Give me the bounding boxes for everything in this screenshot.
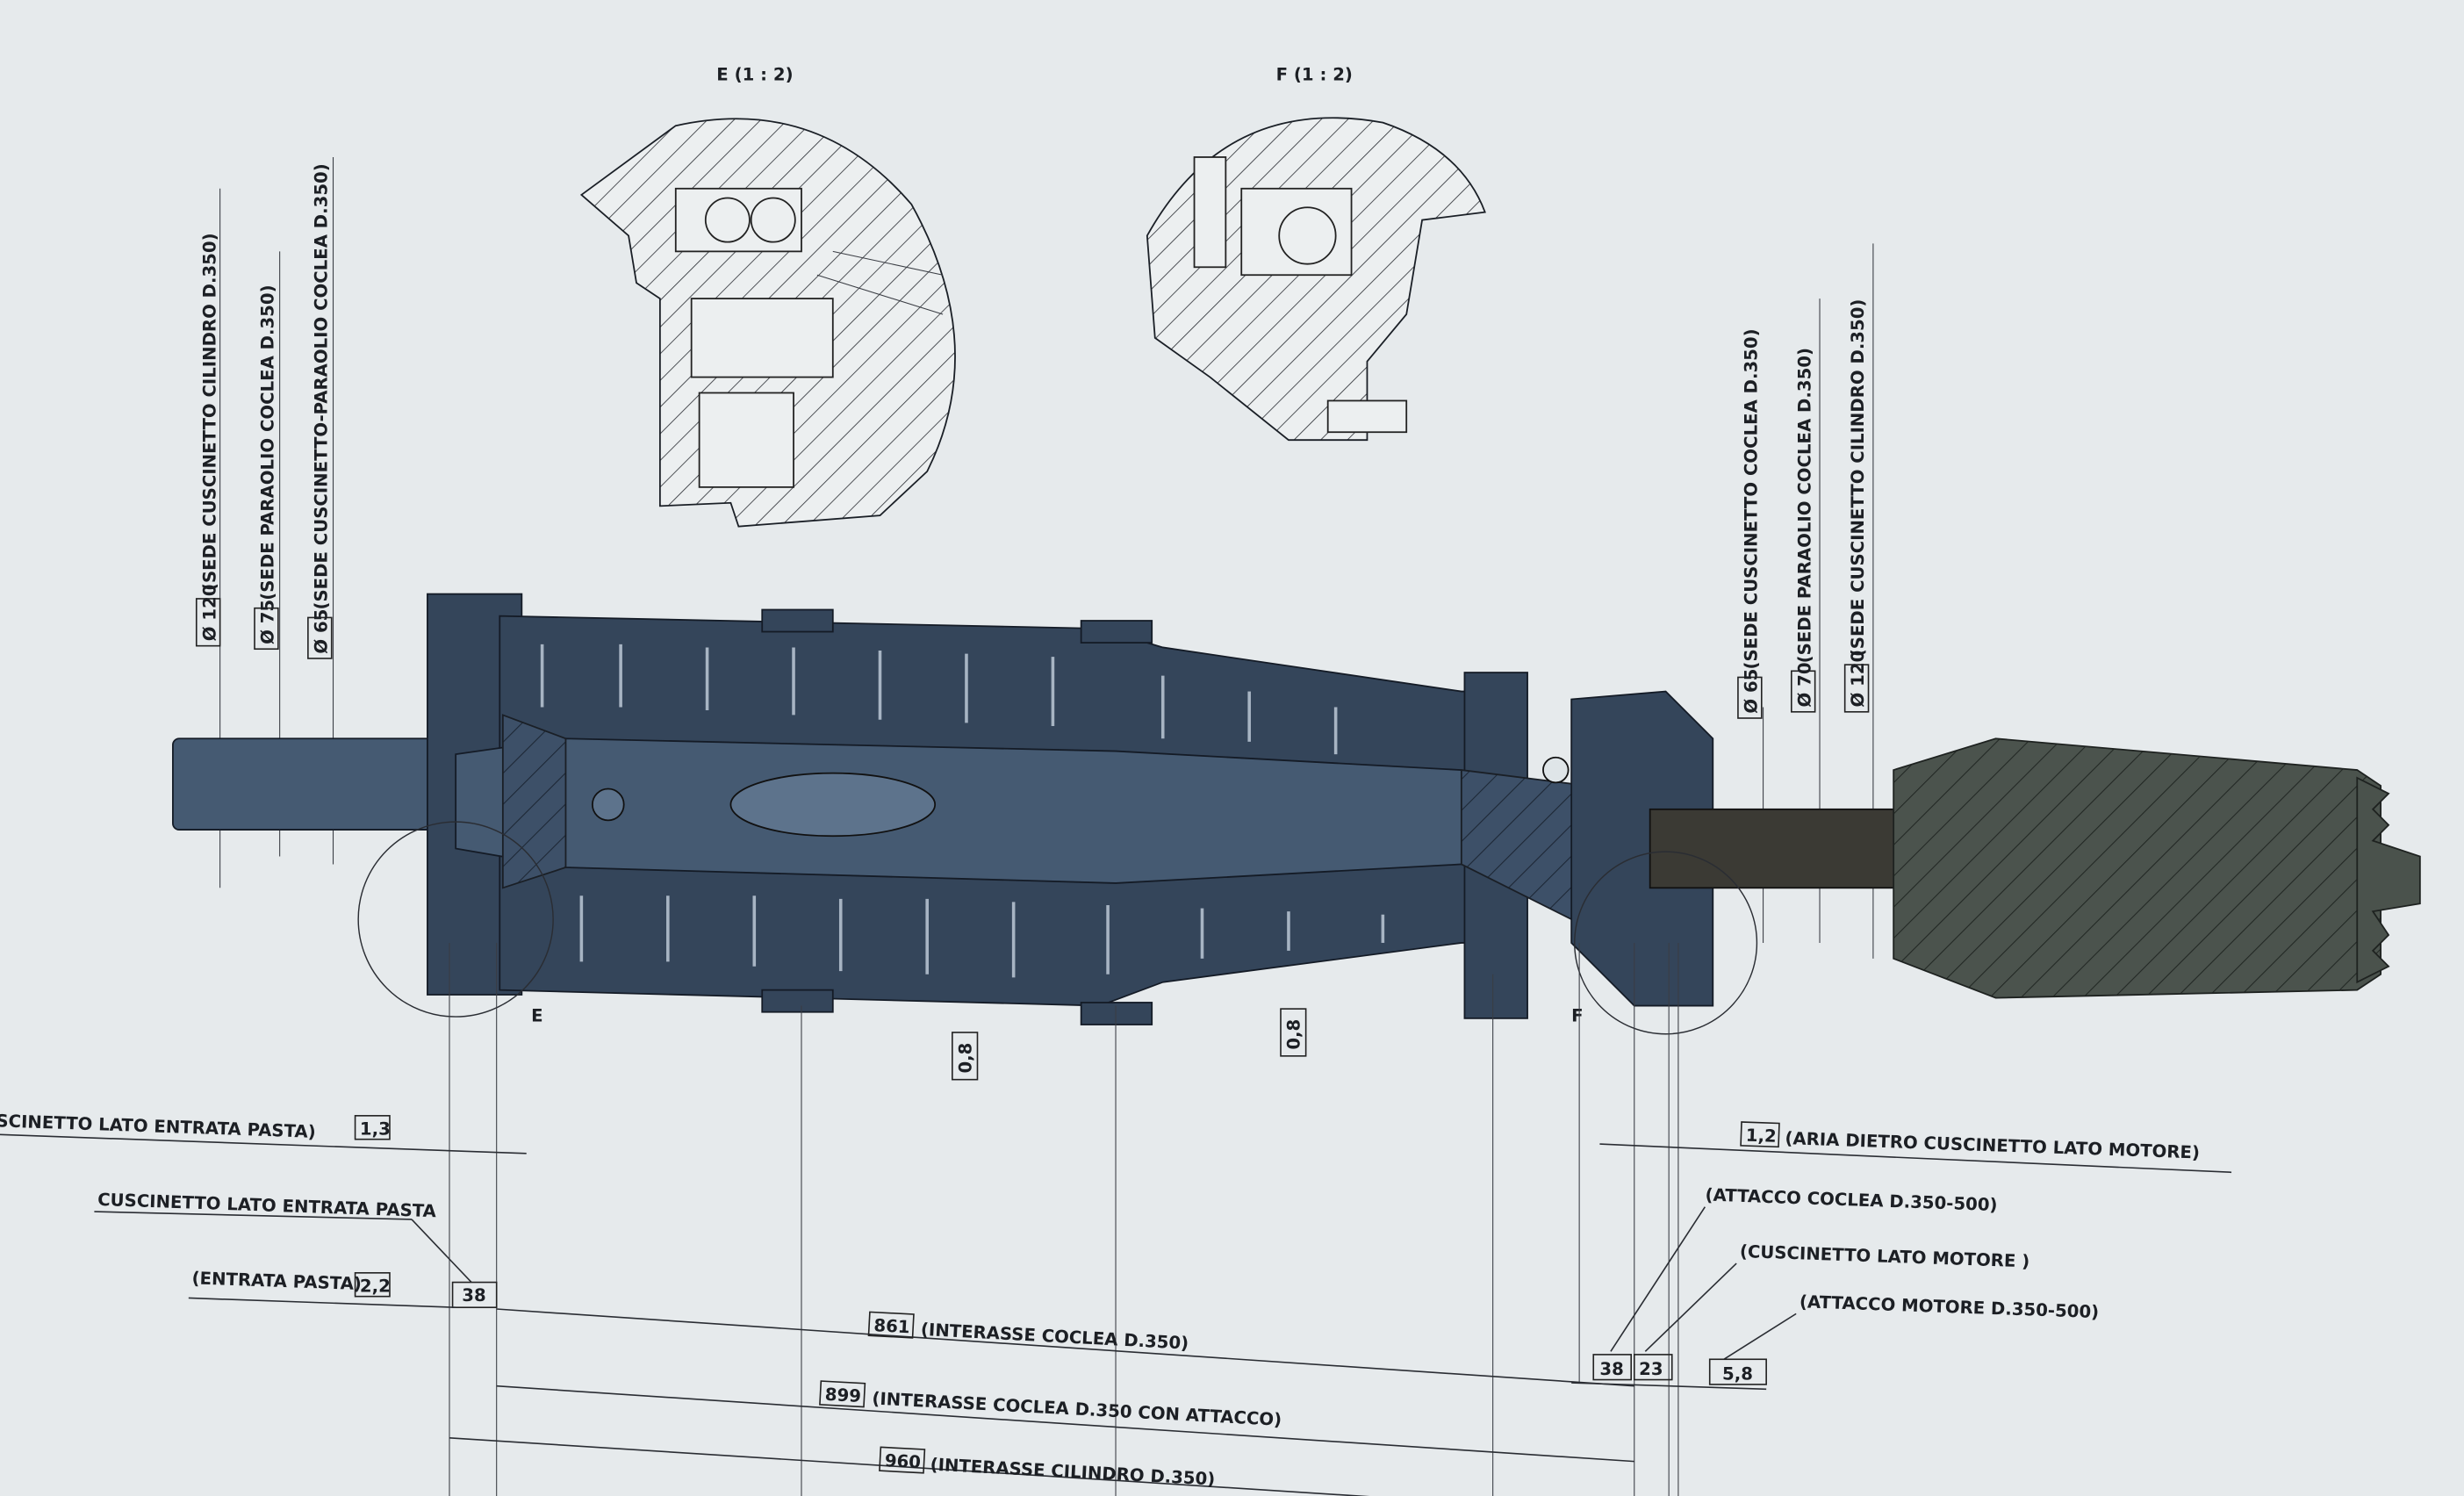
gap-cylinder: 0,8: [952, 1032, 979, 1081]
attacco-motore-label: (ATTACCO MOTORE D.350-500): [1800, 1291, 2100, 1322]
svg-text:0,8: 0,8: [1283, 1019, 1304, 1050]
bottom-dimensions: 861 (INTERASSE COCLEA D.350) 899 (INTERA…: [449, 1308, 1634, 1496]
left-entrata-value: 2,2: [360, 1276, 391, 1296]
right-dia-2-label: (SEDE PARAOLIO COCLEA D.350): [1794, 348, 1814, 663]
left-dia-1-label: (SEDE CUSCINETTO CILINDRO D.350): [199, 233, 219, 591]
detail-f-marker: F: [1571, 1005, 1583, 1025]
left-diameter-callouts: Ø 120 (SEDE CUSCINETTO CILINDRO D.350) Ø…: [195, 156, 334, 888]
right-dia-3-label: (SEDE CUSCINETTO CILINDRO D.350): [1848, 299, 1868, 658]
gap-cone: 0,8: [1280, 1008, 1307, 1057]
svg-text:0,8: 0,8: [955, 1043, 975, 1074]
detail-view-f: F (1 : 2): [1146, 64, 1486, 442]
right-dia-1-label: (SEDE CUSCINETTO COCLEA D.350): [1741, 328, 1761, 669]
attacco-coclea-label: (ATTACCO COCLEA D.350-500): [1705, 1185, 1998, 1216]
left-aria-value: 1,3: [360, 1118, 391, 1139]
left-dia-3-label: (SEDE CUSCINETTO-PARAOLIO COCLEA D.350): [311, 163, 331, 609]
right-58-value: 5,8: [1722, 1364, 1753, 1385]
right-dimensions: 1,2 (ARIA DIETRO CUSCINETTO LATO MOTORE)…: [1571, 1121, 2232, 1391]
left-bearing-label: CUSCINETTO LATO ENTRATA PASTA: [97, 1190, 437, 1221]
right-dia-3-value: Ø 120: [1848, 651, 1868, 708]
dim-861-value: 861: [873, 1315, 910, 1337]
right-aria-value: 1,2: [1745, 1126, 1777, 1147]
dim-861-label: (INTERASSE COCLEA D.350): [920, 1320, 1189, 1354]
left-dia-3-value: Ø 65: [311, 609, 331, 654]
decanter-assembly-section: E F: [172, 593, 2421, 1035]
right-aria-label: (ARIA DIETRO CUSCINETTO LATO MOTORE): [1785, 1128, 2200, 1162]
extension-lines: [449, 942, 1679, 1496]
left-dia-2-label: (SEDE PARAOLIO COCLEA D.350): [257, 284, 277, 600]
right-23-value: 23: [1639, 1359, 1663, 1379]
right-diameter-callouts: Ø 65 (SEDE CUSCINETTO COCLEA D.350) Ø 70…: [1737, 243, 1874, 959]
left-dia-1-value: Ø 120: [199, 585, 219, 642]
detail-view-e: E (1 : 2): [579, 64, 956, 528]
detail-e-title: E (1 : 2): [716, 64, 793, 84]
dim-899-value: 899: [824, 1385, 861, 1406]
dim-960-label: (INTERASSE CILINDRO D.350): [930, 1455, 1216, 1490]
right-38-value: 38: [1599, 1359, 1623, 1379]
right-dia-1-value: Ø 65: [1741, 669, 1761, 714]
left-bearing-value: 38: [462, 1285, 485, 1305]
dim-960-value: 960: [884, 1450, 921, 1472]
detail-f-title: F (1 : 2): [1276, 64, 1353, 84]
left-entrata-label: (ENTRATA PASTA): [191, 1268, 362, 1294]
cuscinetto-motore-label: (CUSCINETTO LATO MOTORE ): [1740, 1241, 2030, 1272]
right-dia-2-value: Ø 70: [1794, 662, 1814, 707]
left-dia-2-value: Ø 75: [257, 600, 277, 644]
detail-e-marker: E: [531, 1005, 542, 1025]
left-dimensions: (ARIA DIETRO CUSCINETTO LATO ENTRATA PAS…: [0, 1105, 527, 1309]
